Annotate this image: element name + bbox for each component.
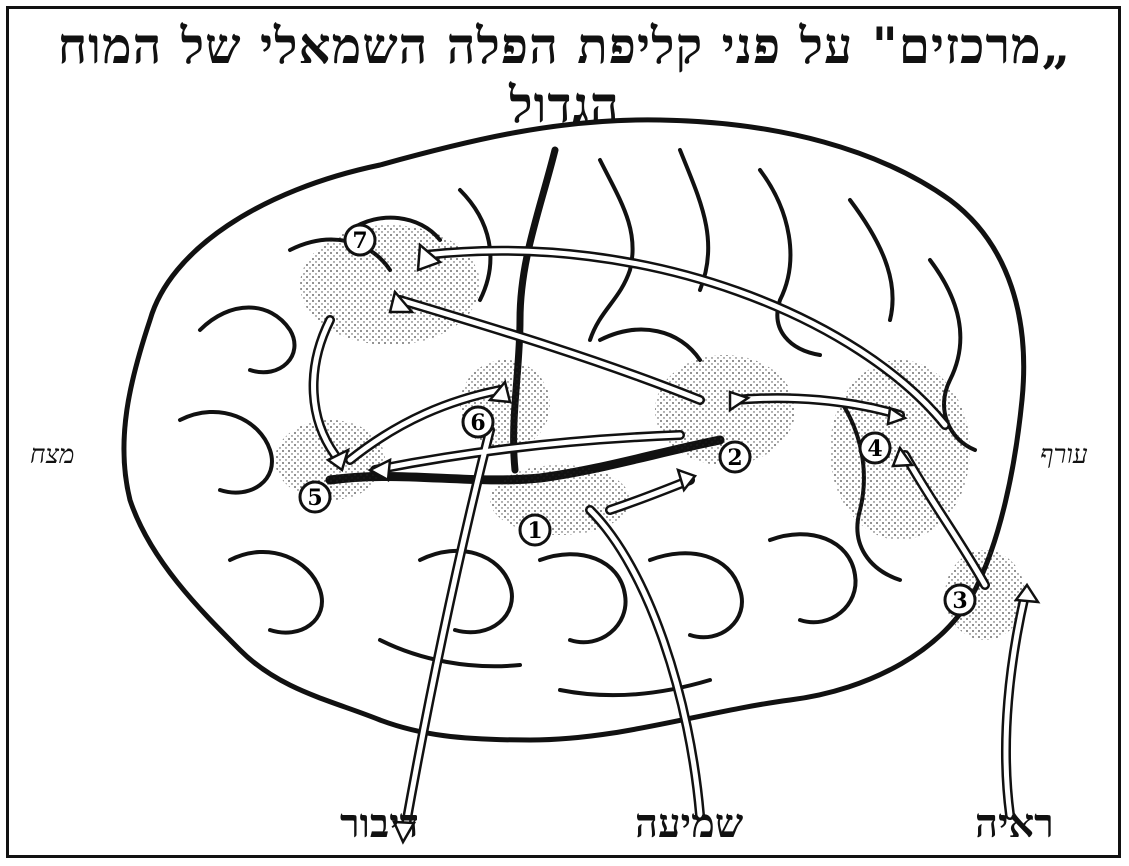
svg-text:3: 3: [952, 588, 967, 614]
svg-text:2: 2: [727, 445, 742, 471]
svg-text:1: 1: [527, 518, 542, 544]
center-marker-4: 4: [860, 433, 890, 463]
center-marker-3: 3: [945, 585, 975, 615]
svg-text:5: 5: [307, 485, 322, 511]
svg-text:7: 7: [352, 228, 367, 254]
center-marker-1: 1: [520, 515, 550, 545]
svg-text:6: 6: [470, 410, 485, 436]
label-back: עורף: [1040, 440, 1088, 470]
center-marker-7: 7: [345, 225, 375, 255]
center-marker-2: 2: [720, 442, 750, 472]
svg-text:4: 4: [867, 436, 882, 462]
label-vision: ראיה: [975, 800, 1054, 847]
label-hearing: שמיעה: [635, 800, 743, 847]
label-speech: דיבור: [340, 800, 419, 847]
center-marker-6: 6: [463, 407, 493, 437]
label-front: מצח: [30, 440, 74, 470]
center-marker-5: 5: [300, 482, 330, 512]
